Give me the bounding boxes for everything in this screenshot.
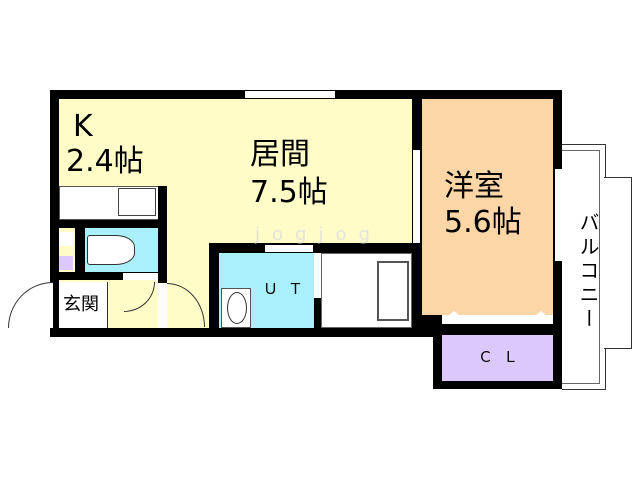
washbasin-bowl [227, 292, 247, 324]
storage-box [59, 232, 73, 246]
ut-wall-top [209, 243, 421, 253]
entrance-floor [59, 282, 107, 328]
entrance-divider [107, 282, 108, 328]
toilet-door[interactable] [123, 273, 158, 280]
door-gap [158, 283, 167, 328]
closet-door-right[interactable] [530, 311, 552, 320]
closet-floor [442, 335, 553, 381]
toilet-fixture [87, 235, 135, 265]
living-name: 居間 [250, 137, 310, 172]
closet-label: ＣＬ [478, 348, 529, 366]
toilet-partition-left [75, 228, 85, 280]
living-window[interactable] [245, 91, 335, 98]
closet-door-left[interactable] [443, 311, 465, 320]
balcony-label: バルコニー [576, 212, 600, 332]
bathtub [377, 261, 409, 321]
ut-wall-left [209, 243, 219, 333]
front-door-arc[interactable] [8, 282, 53, 328]
western-room-floor [422, 99, 553, 315]
closet-rail [442, 315, 553, 324]
toilet-partition-top [59, 220, 167, 228]
kitchen-name: K [73, 109, 93, 144]
bath-divider-wall [314, 298, 321, 328]
ut-label: ＵＴ [263, 280, 314, 298]
storage-box-purple [59, 256, 73, 270]
living-western-door[interactable] [413, 150, 420, 243]
kitchen-sink [118, 188, 156, 216]
bath-divider [314, 253, 321, 298]
western-size: 5.6帖 [444, 205, 522, 240]
watermark: jogjog [255, 224, 382, 245]
entrance-label: 玄関 [63, 294, 99, 315]
balcony [562, 144, 606, 390]
ut-door[interactable] [265, 245, 313, 252]
western-name: 洋室 [444, 169, 504, 204]
balcony-window[interactable] [555, 169, 562, 261]
toilet-partition-bottom [59, 272, 167, 280]
living-size: 7.5帖 [250, 175, 328, 210]
kitchen-partition [158, 186, 167, 328]
kitchen-size: 2.4帖 [66, 144, 144, 179]
balcony-outer [604, 177, 632, 349]
balcony-inner [562, 150, 600, 384]
